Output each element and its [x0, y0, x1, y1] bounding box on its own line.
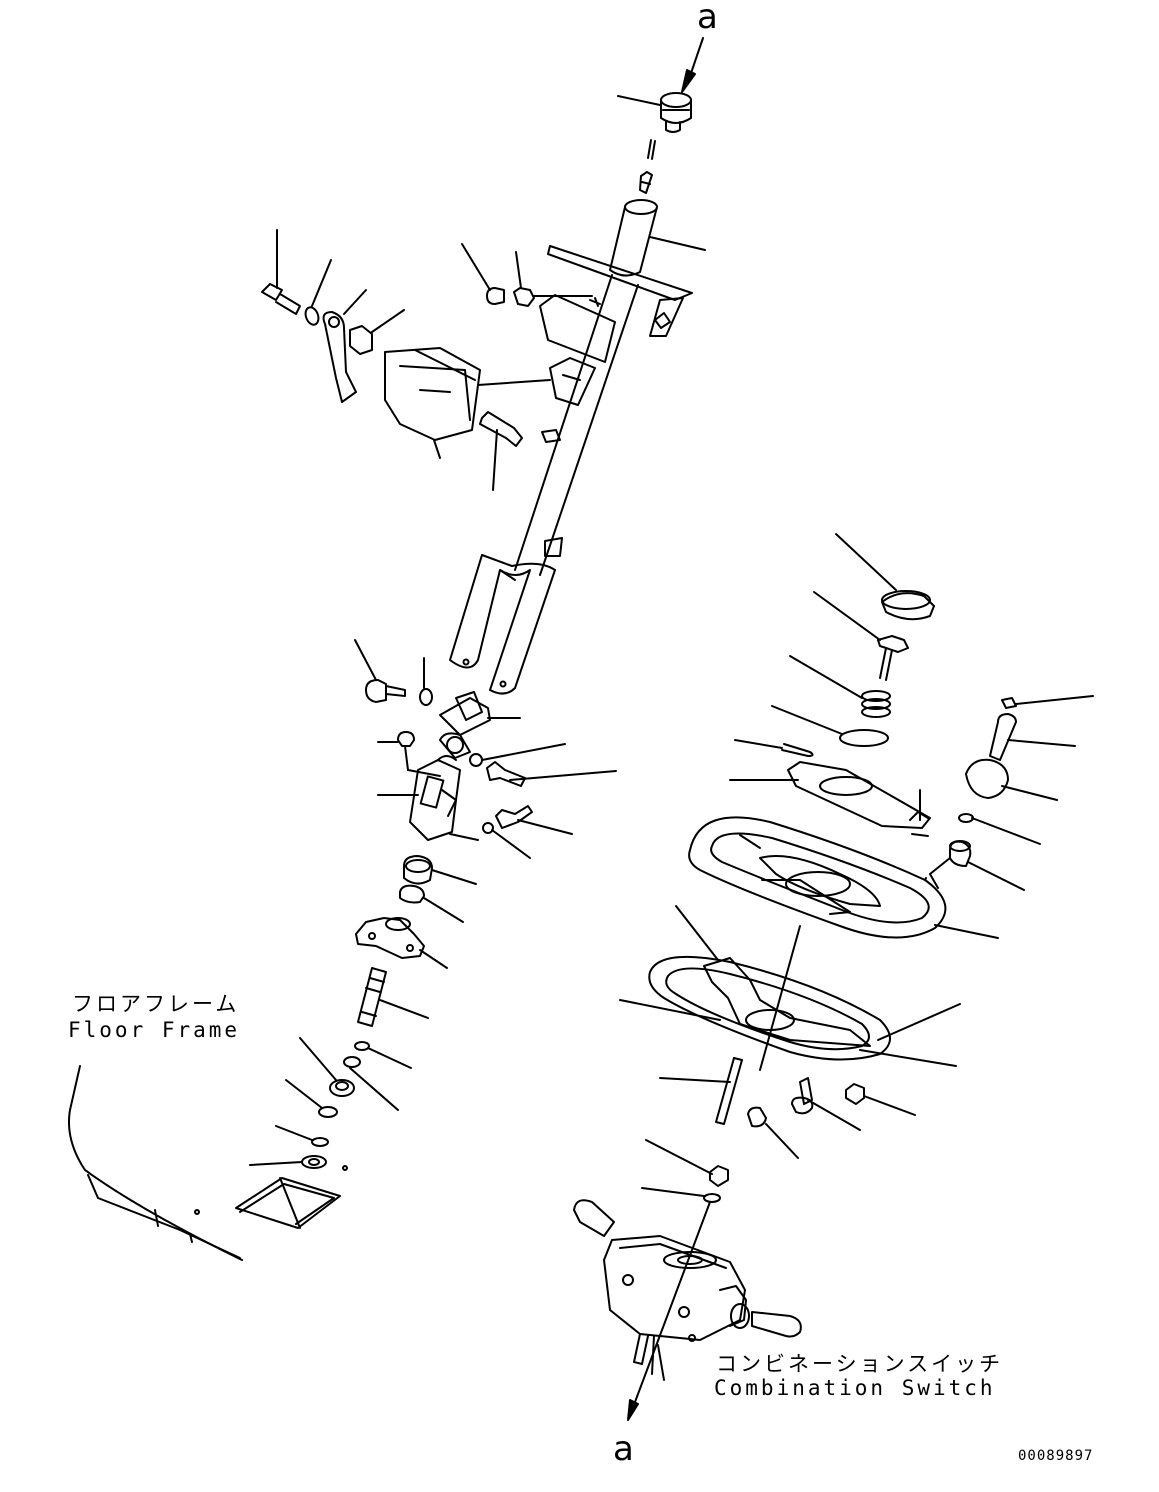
pin-joint: [377, 731, 441, 777]
snap-ring: [275, 1125, 329, 1147]
clip-wire: [734, 739, 814, 757]
hub-nut: [845, 1083, 916, 1116]
small-washer-2: [343, 1056, 399, 1111]
view-label-bottom: a: [613, 1429, 634, 1469]
spinner-washer: [958, 813, 1041, 845]
seal: [285, 1079, 338, 1118]
view-label-top: a: [697, 0, 718, 37]
lower-shaft: [357, 967, 429, 1027]
stud-right: [989, 713, 1076, 761]
bolt-joint-mid: [486, 761, 617, 787]
horn-spring: [789, 655, 891, 718]
combination-switch-label-en: Combination Switch: [714, 1376, 996, 1400]
view-arrow-top: [681, 37, 704, 93]
bushing-lower: [399, 884, 464, 923]
universal-joint: [377, 755, 479, 841]
floor-frame-label-jp: フロアフレーム: [72, 992, 240, 1016]
steering-wheel: [688, 816, 999, 939]
cap-screw-right: [1001, 695, 1094, 709]
column-shaft-center: [759, 877, 927, 1071]
bolt-joint-lower: [495, 805, 573, 835]
wheel-washer: [641, 1187, 721, 1203]
washer-joint-mid: [469, 743, 566, 767]
small-washer-1: [354, 1041, 412, 1069]
bearing: [299, 1037, 355, 1097]
spinner-knob: [965, 758, 1058, 801]
column-bracket-lower: [355, 917, 448, 969]
combination-switch-part: [573, 1199, 802, 1381]
washer-joint-upper: [419, 657, 433, 706]
horn-cap: [835, 533, 935, 621]
hex-nut-upper: [513, 251, 593, 307]
floor-frame-part: [68, 1065, 348, 1261]
washer-upper-left: [304, 259, 332, 326]
clip-joint-lower: [482, 822, 531, 859]
hub-bolt: [791, 1077, 861, 1131]
steering-column-body: [449, 199, 706, 695]
lever-upper-left: [322, 289, 367, 403]
wheel-hub-lower: [619, 905, 961, 1067]
grommet: [249, 1155, 327, 1169]
long-bolt-cover: [479, 411, 523, 491]
cap-nut-upper: [461, 243, 505, 305]
floor-frame-label-en: Floor Frame: [68, 1018, 241, 1042]
view-arrow-bottom: [627, 1201, 711, 1421]
bushing-upper: [403, 855, 477, 885]
yoke-upper: [439, 691, 521, 759]
nut-upper-left: [349, 309, 405, 355]
bolt-upper-left: [261, 229, 301, 315]
hub-cover: [729, 761, 931, 837]
column-cap-part: [617, 92, 692, 133]
shaft-top-part: [639, 171, 653, 194]
drawing-number: 00089897: [1018, 1448, 1094, 1464]
ring-plate: [771, 705, 889, 747]
bushing-hub: [747, 1106, 799, 1159]
spinner-boss: [929, 840, 1025, 891]
combination-switch-label-jp: コンビネーションスイッチ: [716, 1352, 1004, 1376]
horn-contact: [813, 591, 909, 681]
shaft-key: [659, 1057, 743, 1125]
bolt-joint-upper: [354, 639, 406, 703]
column-cover: [384, 347, 551, 459]
column-pin-part: [647, 139, 656, 160]
wheel-nut: [645, 1139, 729, 1187]
